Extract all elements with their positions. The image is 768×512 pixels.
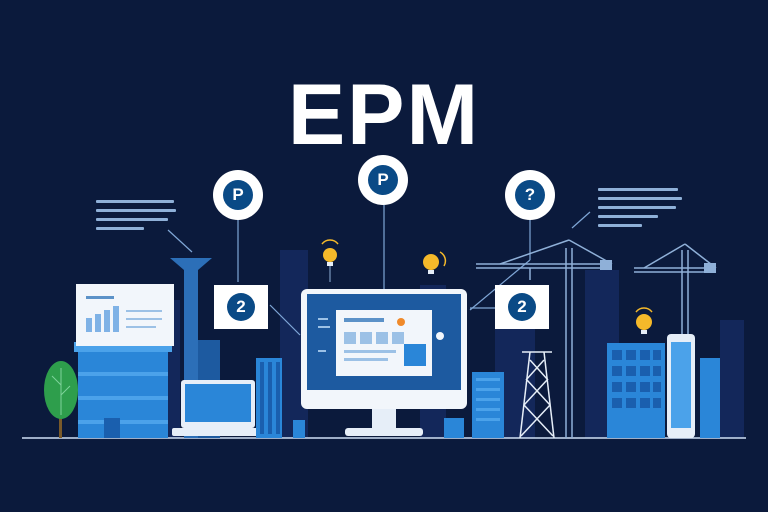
laptop-icon <box>172 380 264 436</box>
question-circle-icon: ? <box>515 180 545 210</box>
node-center: P <box>358 155 408 205</box>
p-circle-icon: P <box>223 180 253 210</box>
note-right <box>598 188 682 233</box>
dashboard-card-left <box>76 284 174 346</box>
lightbulb-icon <box>321 239 339 282</box>
monitor-icon <box>301 289 467 436</box>
small-block <box>444 418 464 438</box>
number-2-icon-right: 2 <box>508 293 536 321</box>
box-left: 2 <box>214 285 268 329</box>
small-box <box>293 420 305 438</box>
box-right: 2 <box>495 285 549 329</box>
crane-icon-2 <box>634 243 717 340</box>
phone-icon <box>667 334 695 438</box>
office-building <box>607 343 665 438</box>
lightbulb-icon-2 <box>423 251 447 274</box>
node-left: P <box>213 170 263 220</box>
building-windows-mid <box>472 372 504 438</box>
small-tower <box>700 358 720 438</box>
tree-icon <box>44 361 78 438</box>
page-title: EPM <box>287 67 481 163</box>
number-2-icon: 2 <box>227 293 255 321</box>
note-left <box>96 200 176 236</box>
lattice-tower <box>519 351 555 439</box>
cylinder-building <box>74 342 172 438</box>
node-right: ? <box>505 170 555 220</box>
building-windows-left <box>256 358 282 438</box>
lightbulb-icon-3 <box>635 307 653 334</box>
p-circle-icon-center: P <box>368 165 398 195</box>
